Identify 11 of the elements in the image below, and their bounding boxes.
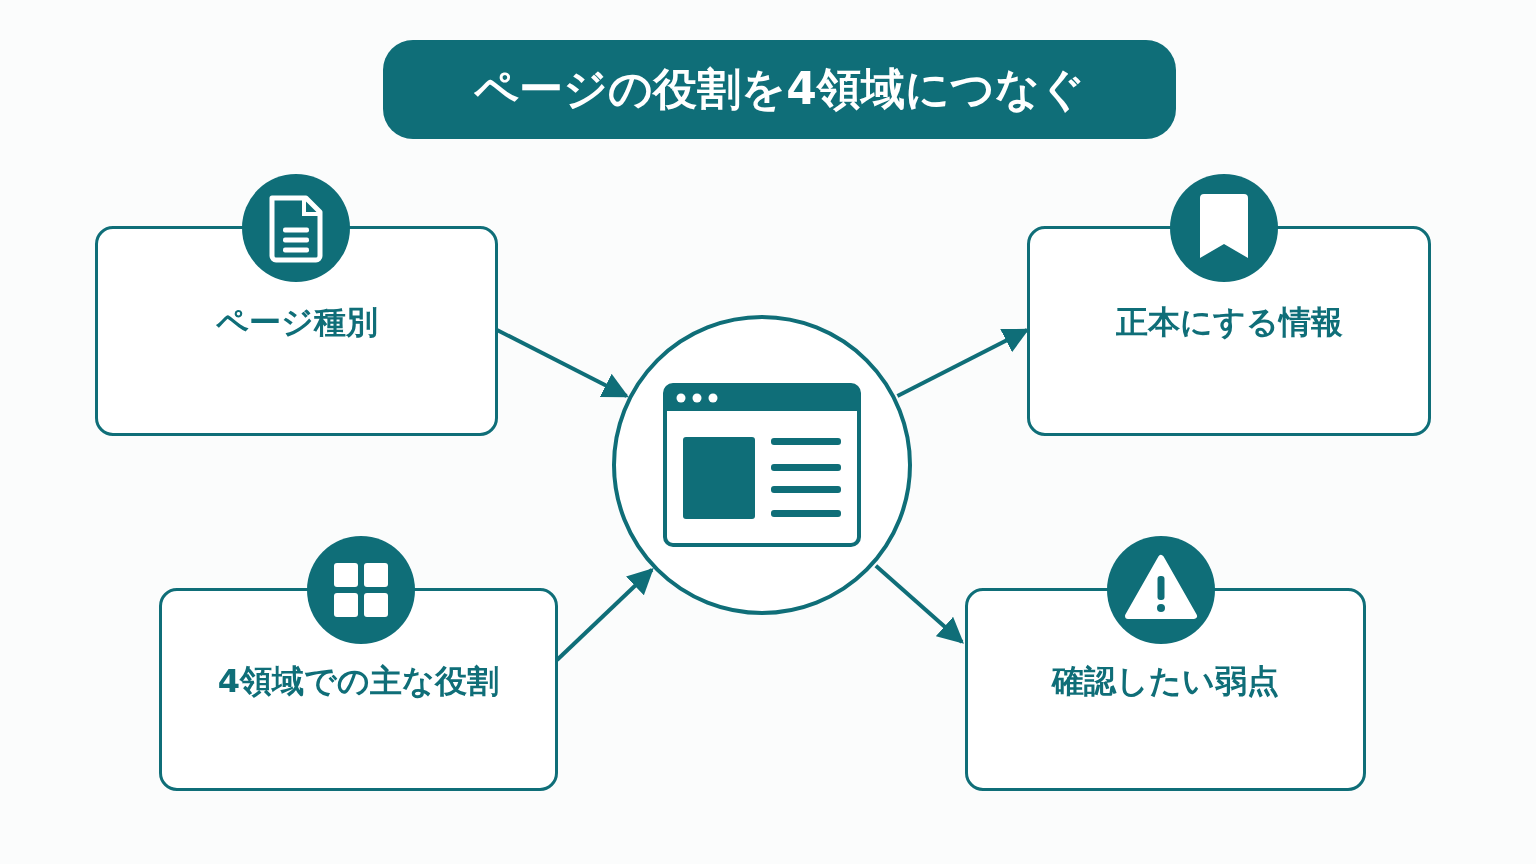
box-label: ページ種別 xyxy=(215,302,378,343)
title-banner: ページの役割を4領域につなぐ xyxy=(383,40,1176,139)
topic-box xyxy=(1027,226,1431,436)
box-label: 4領域での主な役割 xyxy=(217,660,500,702)
topic-box xyxy=(159,588,558,791)
topic-box xyxy=(965,588,1366,791)
arrow xyxy=(496,328,629,398)
arrow xyxy=(874,564,964,644)
box-label: 確認したい弱点 xyxy=(1052,660,1279,702)
topic-box xyxy=(95,226,498,436)
box-label: 正本にする情報 xyxy=(1115,302,1343,343)
